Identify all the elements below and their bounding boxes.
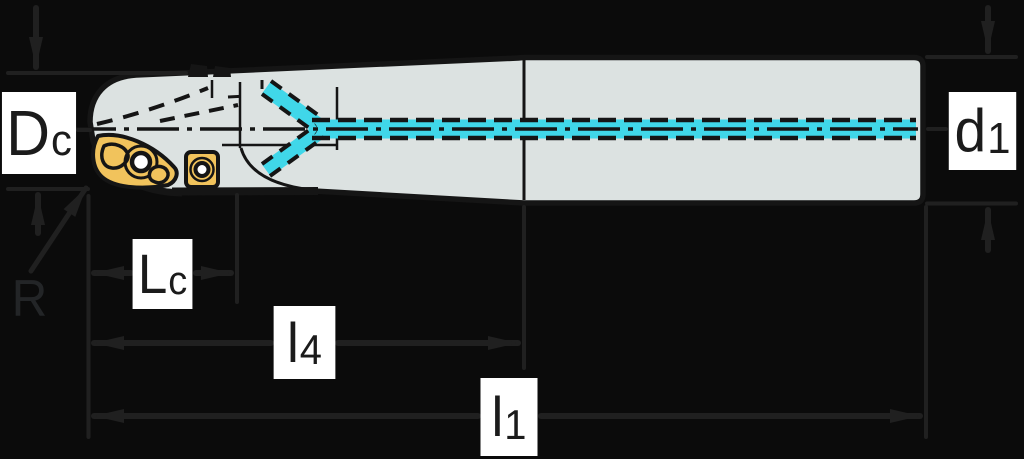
coolant-branch-lower [261,124,325,177]
cutting-edge-tab-2 [213,66,231,77]
label-dc-sub: c [50,115,72,165]
radius-leader [28,185,89,274]
label-r: R [11,270,49,328]
insert-square-screw-hole [193,161,211,178]
label-dc-main: D [6,97,51,169]
coolant-channel [74,79,918,178]
label-l1-sub: 1 [504,400,527,448]
hidden-edge-dashes [96,80,264,126]
label-l4-sub: 4 [299,326,322,374]
label-l1-main: l [491,385,504,448]
dimension-d1 [925,5,1018,253]
label-lc-main: L [137,242,168,305]
insert-area [90,64,319,197]
coolant-branch-upper [261,81,325,134]
label-l4-main: l [287,310,299,374]
dimension-extension-lines [86,193,928,439]
cutting-edge-tab-1 [188,64,208,77]
insert-main-corner-facet [147,164,170,185]
label-d1-main: d [954,97,987,164]
insert-square-screw-ring [189,156,215,183]
label-r-main: R [11,270,48,328]
coolant-branch-dashes [260,79,327,178]
insert-main-screw-hole [129,150,153,174]
label-d1-sub: 1 [987,113,1011,163]
insert-main-screw-ring [123,144,159,180]
head-bottom-edge [171,187,319,196]
label-lc-sub: c [168,259,188,304]
coolant-bore-dashes [312,117,916,141]
